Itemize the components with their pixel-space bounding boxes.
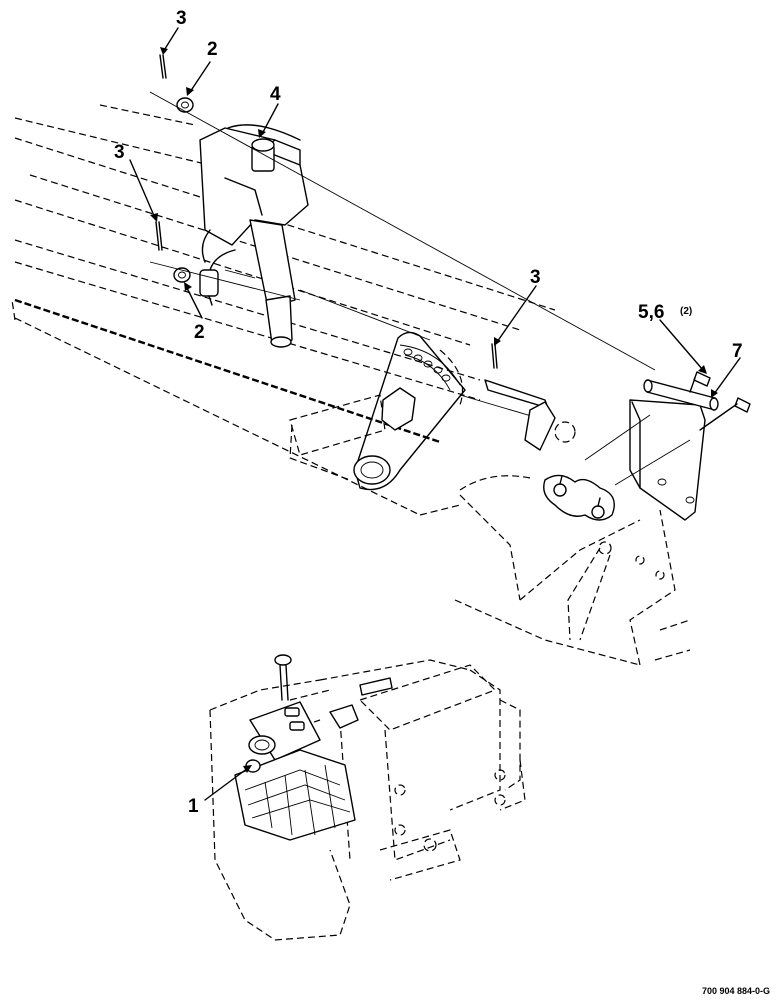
hinge-bracket — [289, 331, 466, 491]
callout-1: 1 — [188, 796, 199, 817]
control-lever — [274, 654, 292, 701]
mounting-bracket — [584, 379, 719, 521]
callout-4: 4 — [270, 84, 281, 105]
callout-5-6-quantity: (2) — [680, 306, 692, 317]
lower-cotter-pin — [491, 343, 498, 369]
upper-cotter-pin — [159, 54, 167, 79]
fuse-box — [234, 749, 356, 841]
lower-mount-phantom — [454, 475, 691, 666]
leader-lines — [129, 27, 741, 801]
callout-labels: 3 2 4 3 2 3 5,6 (2) 7 1 — [114, 8, 743, 817]
callout-2-lower: 2 — [194, 322, 205, 343]
callout-3-top: 3 — [176, 8, 187, 29]
assembly-axis-lines — [149, 91, 656, 371]
callout-2-top: 2 — [207, 39, 218, 60]
pivot-pin — [459, 379, 576, 451]
middle-cotter-pin — [155, 221, 163, 251]
bolt-right — [699, 397, 751, 431]
switch-panel — [248, 677, 393, 761]
callout-3-right: 3 — [530, 267, 541, 288]
wire-connector — [199, 249, 236, 306]
clamp-plate — [543, 474, 615, 521]
callout-5-6: 5,6 — [638, 302, 664, 323]
cab-console-phantom — [209, 659, 526, 941]
bolt-upper — [689, 371, 711, 393]
figure-reference: 700 904 884-0-G — [702, 986, 770, 996]
callout-3-middle: 3 — [114, 142, 125, 163]
callout-7: 7 — [732, 341, 743, 362]
electric-actuator — [199, 124, 309, 348]
upper-washer — [176, 97, 194, 113]
